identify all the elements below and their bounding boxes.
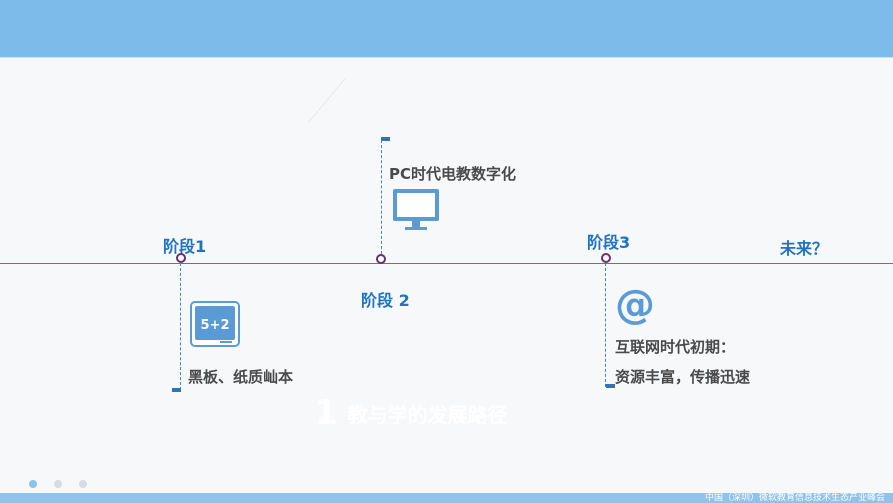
stage-3-flag [606, 384, 615, 388]
stage-3-description-line-2: 资源丰富，传播迅速 [615, 368, 751, 386]
stage-3-connector [605, 263, 606, 387]
monitor-icon [391, 188, 441, 232]
stage-2-marker [376, 254, 386, 264]
stage-1-description: 黑板、纸质屾本 [188, 368, 294, 386]
stage-2-label: 阶段 2 [361, 291, 410, 310]
decorative-line [307, 78, 346, 124]
stage-1-flag [172, 388, 181, 392]
section-number: 1 [314, 393, 338, 433]
stage-1-marker [176, 253, 186, 263]
footer-band [0, 493, 893, 503]
stage-2-connector [381, 140, 382, 254]
stage-3-label: 阶段3 [587, 233, 631, 252]
stage-1-connector [180, 263, 181, 390]
page-dot-3[interactable] [79, 480, 87, 488]
blackboard-icon: 5+2 [190, 301, 240, 347]
page-dot-2[interactable] [54, 480, 62, 488]
stage-2-flag [381, 137, 390, 141]
stage-2-description: PC时代电教数字化 [389, 165, 517, 183]
stage-3-marker [601, 253, 611, 263]
svg-text:@: @ [615, 284, 655, 326]
timeline-axis [0, 263, 893, 264]
stage-1-label: 阶段1 [163, 237, 207, 256]
footer-text: 中国（深圳）微软教育信息技术生态产业峰会 [704, 493, 885, 503]
header-band [0, 0, 893, 57]
future-label: 未来？ [780, 239, 829, 258]
section-watermark: 1 教与学的发展路径 [314, 393, 508, 433]
at-sign-icon: @ [614, 282, 656, 328]
stage-3-description-line-1: 互联网时代初期： [615, 338, 736, 356]
section-title: 教与学的发展路径 [347, 402, 508, 427]
header-divider [0, 57, 893, 58]
svg-text:5+2: 5+2 [201, 318, 230, 333]
page-dot-1[interactable] [29, 480, 37, 488]
